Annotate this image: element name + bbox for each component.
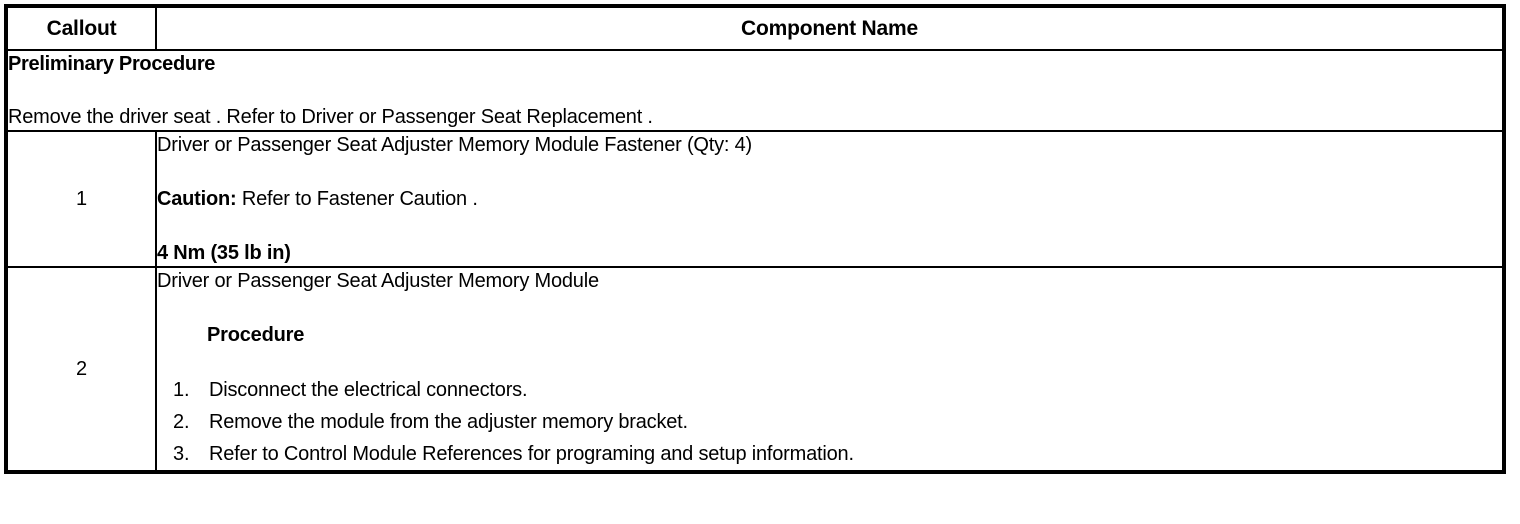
preliminary-procedure-row: Preliminary Procedure Remove the driver … [5, 49, 1505, 132]
table-row: 1 Driver or Passenger Seat Adjuster Memo… [5, 130, 1505, 268]
callout-component-table: Callout Component Name Preliminary Proce… [4, 4, 1506, 474]
list-item: Refer to Control Module References for p… [173, 438, 854, 470]
list-item: Disconnect the electrical connectors. [173, 374, 528, 406]
list-item: Remove the module from the adjuster memo… [173, 406, 688, 438]
column-header-component-name: Component Name [155, 5, 1505, 51]
caution-text-1: Refer to Fastener Caution . [236, 188, 478, 210]
preliminary-procedure-title: Preliminary Procedure [8, 53, 216, 75]
preliminary-procedure-text: Remove the driver seat . Refer to Driver… [8, 106, 653, 128]
procedure-heading-2: Procedure [207, 324, 305, 346]
callout-number-1: 1 [5, 130, 157, 268]
column-header-callout: Callout [5, 5, 157, 51]
caution-note-1: Caution: Refer to Fastener Caution . [157, 186, 1502, 212]
component-name-1: Driver or Passenger Seat Adjuster Memory… [157, 134, 753, 156]
preliminary-procedure-cell: Preliminary Procedure Remove the driver … [5, 49, 1505, 132]
caution-label-1: Caution: [157, 188, 237, 210]
table-row: 2 Driver or Passenger Seat Adjuster Memo… [5, 266, 1505, 473]
component-cell-2: Driver or Passenger Seat Adjuster Memory… [155, 266, 1505, 473]
component-name-2: Driver or Passenger Seat Adjuster Memory… [157, 270, 599, 292]
torque-spec-1: 4 Nm (35 lb in) [157, 242, 291, 264]
callout-table-container: Callout Component Name Preliminary Proce… [4, 4, 1506, 518]
procedure-step-list: Disconnect the electrical connectors. Re… [157, 374, 1502, 470]
component-cell-1: Driver or Passenger Seat Adjuster Memory… [155, 130, 1505, 268]
callout-number-2: 2 [5, 266, 157, 473]
table-header-row: Callout Component Name [5, 5, 1505, 51]
